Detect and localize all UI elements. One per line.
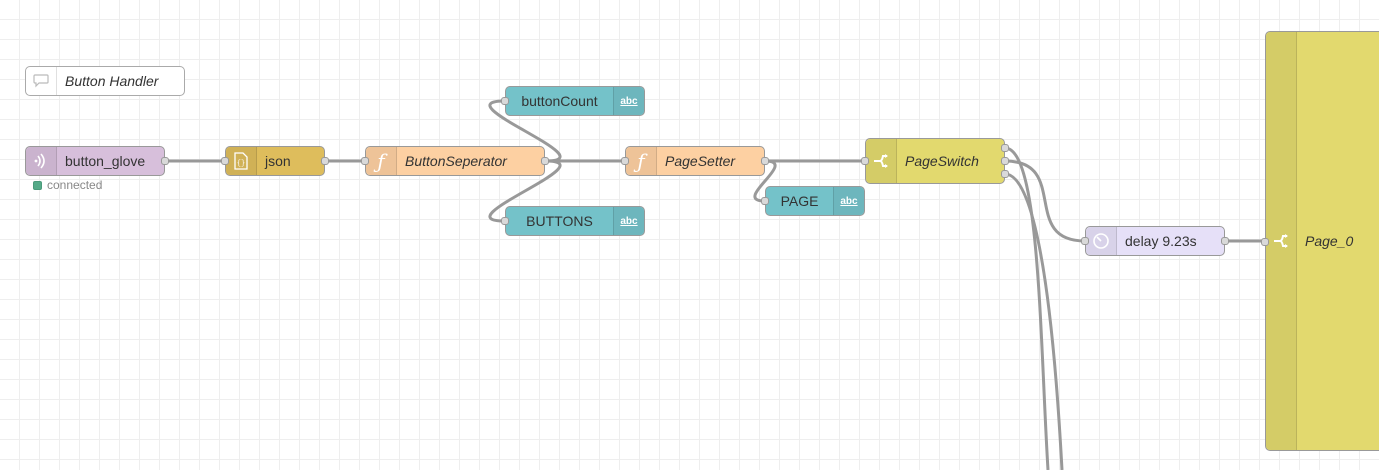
node-label: buttonCount — [521, 93, 598, 109]
node-label: ButtonSeperator — [405, 153, 507, 169]
status-text: connected — [47, 178, 103, 192]
json-icon: {} — [226, 147, 257, 175]
abc-icon: abc — [613, 87, 644, 115]
input-port[interactable] — [501, 97, 509, 105]
timer-icon — [1086, 227, 1117, 255]
websocket-in-icon — [26, 147, 57, 175]
node-delay[interactable]: delay 9.23s — [1081, 226, 1229, 256]
switch-icon — [1266, 32, 1297, 450]
status-dot-icon — [33, 180, 42, 190]
output-port[interactable] — [1221, 237, 1229, 245]
output-port-3[interactable] — [1001, 170, 1009, 178]
input-port[interactable] — [1081, 237, 1089, 245]
wire-pageswitch-delay — [1004, 159, 1086, 243]
wire-seperator-buttons — [488, 159, 562, 223]
output-port[interactable] — [761, 157, 769, 165]
abc-icon: abc — [613, 207, 644, 235]
input-port[interactable] — [621, 157, 629, 165]
node-label: delay 9.23s — [1125, 233, 1197, 249]
input-port[interactable] — [1261, 238, 1269, 246]
node-status: connected — [33, 178, 102, 192]
node-label: PageSetter — [665, 153, 736, 169]
node-page-switch[interactable]: PageSwitch — [861, 138, 1009, 184]
comment-label: Button Handler — [65, 73, 159, 89]
input-port[interactable] — [221, 157, 229, 165]
node-label: BUTTONS — [526, 213, 593, 229]
input-port[interactable] — [361, 157, 369, 165]
svg-text:{}: {} — [237, 160, 245, 168]
node-page-setter[interactable]: ƒ PageSetter — [621, 146, 769, 176]
input-port[interactable] — [501, 217, 509, 225]
abc-icon: abc — [833, 187, 864, 215]
node-buttons[interactable]: BUTTONS abc — [501, 206, 645, 236]
function-icon: ƒ — [626, 147, 657, 175]
wire-seperator-buttoncount — [488, 99, 562, 163]
wire-pagesetter-page — [753, 159, 777, 203]
node-label: PageSwitch — [905, 153, 979, 169]
node-label: Page_0 — [1305, 233, 1354, 249]
comment-icon — [26, 67, 57, 95]
input-port[interactable] — [861, 157, 869, 165]
wire-pageswitch-out1-offscreen — [1004, 146, 1050, 470]
output-port[interactable] — [541, 157, 549, 165]
node-json[interactable]: {} json — [221, 146, 329, 176]
wire-pageswitch-out3-offscreen — [1004, 172, 1064, 470]
node-button-count[interactable]: buttonCount abc — [501, 86, 645, 116]
node-page-0[interactable]: Page_0 — [1261, 31, 1379, 451]
function-icon: ƒ — [366, 147, 397, 175]
output-port-1[interactable] — [1001, 144, 1009, 152]
comment-node-button-handler[interactable]: Button Handler — [25, 66, 185, 96]
output-port-2[interactable] — [1001, 157, 1009, 165]
node-page[interactable]: PAGE abc — [761, 186, 865, 216]
node-button-glove[interactable]: button_glove — [25, 146, 169, 176]
input-port[interactable] — [761, 197, 769, 205]
node-label: button_glove — [65, 153, 146, 169]
output-port[interactable] — [321, 157, 329, 165]
node-label: PAGE — [780, 193, 819, 209]
node-button-seperator[interactable]: ƒ ButtonSeperator — [361, 146, 549, 176]
output-port[interactable] — [161, 157, 169, 165]
switch-icon — [866, 139, 897, 183]
node-label: json — [265, 153, 291, 169]
